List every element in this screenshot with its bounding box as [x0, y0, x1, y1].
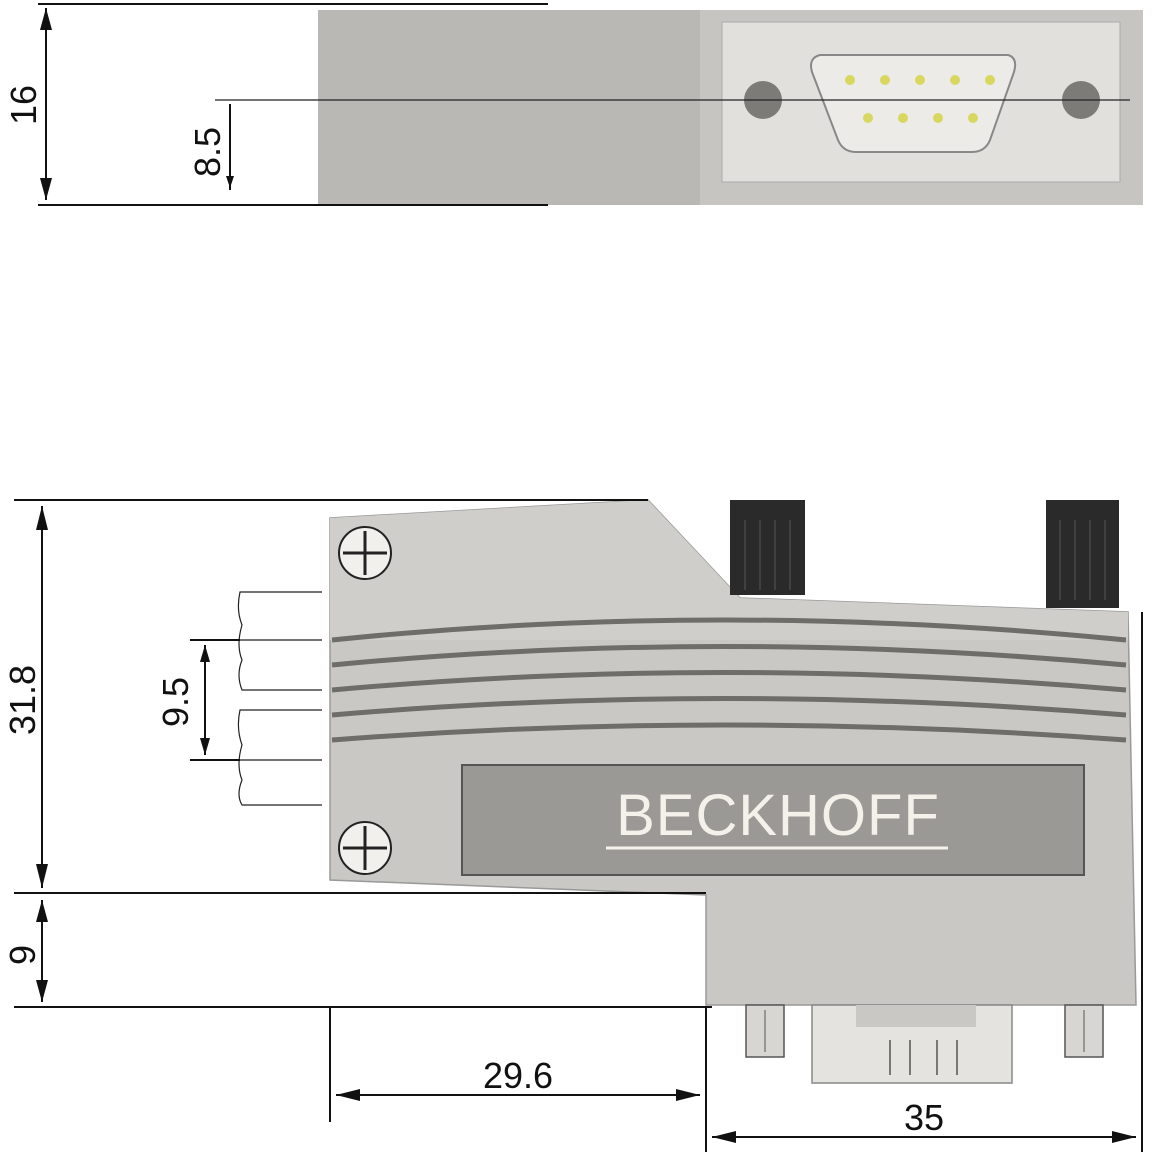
pins-bottom-row: [863, 113, 978, 123]
beckhoff-logo: BECKHOFF: [616, 783, 940, 848]
logo-panel: [461, 764, 1085, 876]
housing-ribs: [331, 617, 1127, 743]
screw-side-top: [338, 526, 392, 580]
dim-cable-pitch: 9.5: [155, 677, 196, 727]
top-view: 16 8.5: [3, 3, 1143, 206]
pins-top-row: [845, 75, 995, 85]
side-view: BECKHOFF 31.8 9.5 9: [2, 499, 1143, 1152]
side-housing-top: [330, 500, 1128, 640]
dim-depth-right: 35: [904, 1097, 944, 1138]
dim-top-height: 16: [3, 85, 44, 125]
dim-bottom-offset: 9: [2, 945, 43, 965]
dim-depth-left: 29.6: [483, 1055, 553, 1096]
screw-side-bottom: [338, 821, 392, 875]
top-housing-shade: [318, 10, 700, 205]
knob-right: [1046, 500, 1119, 608]
cables: [237, 591, 322, 806]
dsub-shell: [810, 54, 1017, 153]
dim-side-height: 31.8: [2, 665, 43, 735]
knob-left: [730, 500, 805, 595]
dim-top-center-height: 8.5: [187, 127, 228, 177]
